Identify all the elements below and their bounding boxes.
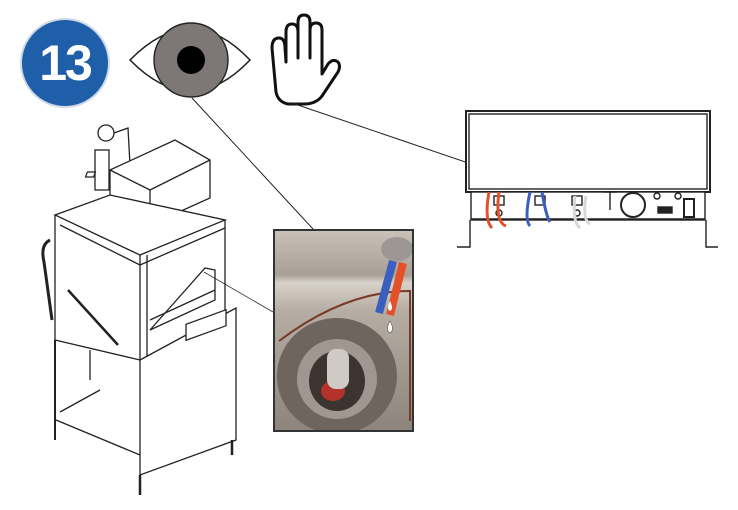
- hand-icon: [270, 13, 341, 106]
- step-number: 13: [39, 35, 93, 91]
- step-number-badge: 13: [22, 20, 108, 106]
- photo-drain-hose-detail: [273, 229, 414, 432]
- control-box-illustration: [457, 110, 718, 248]
- dishwasher-illustration: [41, 124, 237, 495]
- eye-icon: [128, 22, 252, 98]
- control-box-port-white: [571, 195, 583, 206]
